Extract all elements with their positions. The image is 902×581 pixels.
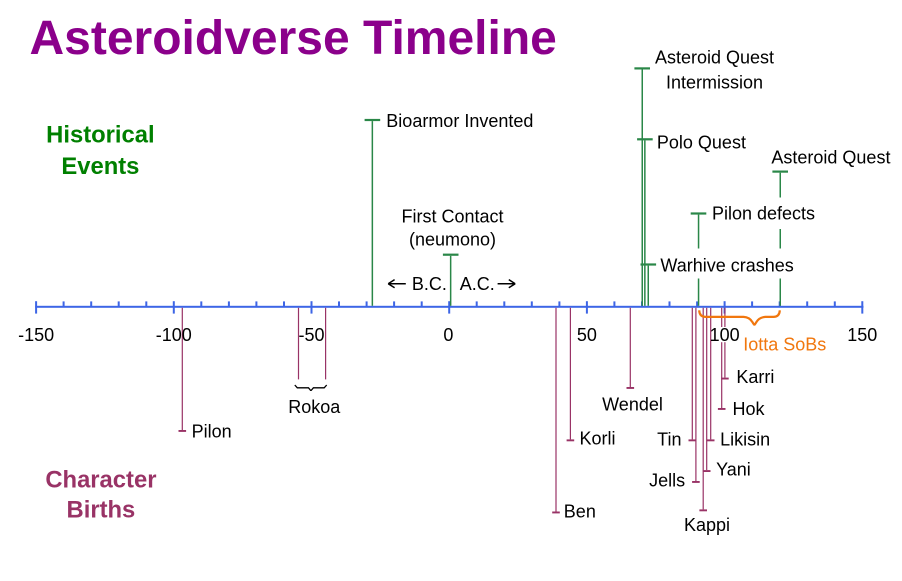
svg-text:-150: -150: [18, 325, 54, 345]
svg-text:Likisin: Likisin: [720, 429, 770, 449]
svg-text:Yani: Yani: [716, 460, 751, 480]
svg-text:Character: Character: [45, 466, 156, 493]
svg-text:Asteroidverse Timeline: Asteroidverse Timeline: [30, 12, 557, 65]
svg-text:Bioarmor Invented: Bioarmor Invented: [386, 111, 533, 131]
svg-text:-100: -100: [156, 325, 192, 345]
svg-text:Intermission: Intermission: [666, 73, 763, 93]
svg-text:Wendel: Wendel: [602, 394, 663, 414]
svg-text:Asteroid Quest: Asteroid Quest: [655, 48, 774, 68]
svg-text:(neumono): (neumono): [409, 229, 496, 249]
svg-text:Pilon defects: Pilon defects: [712, 203, 815, 223]
svg-text:Births: Births: [67, 497, 136, 524]
svg-text:Tin: Tin: [657, 429, 681, 449]
svg-text:Hok: Hok: [733, 399, 766, 419]
svg-text:Ben: Ben: [564, 502, 596, 522]
svg-text:Polo Quest: Polo Quest: [657, 132, 746, 152]
svg-text:Kappi: Kappi: [684, 515, 730, 535]
svg-text:Karri: Karri: [736, 367, 774, 387]
svg-text:First Contact: First Contact: [401, 207, 503, 227]
svg-text:Jells: Jells: [649, 471, 685, 491]
svg-text:A.C.: A.C.: [460, 274, 495, 294]
svg-text:-50: -50: [298, 325, 324, 345]
svg-text:Iotta SoBs: Iotta SoBs: [743, 334, 826, 354]
svg-text:Events: Events: [61, 153, 139, 180]
svg-text:Korli: Korli: [580, 429, 616, 449]
svg-text:B.C.: B.C.: [412, 274, 447, 294]
svg-text:50: 50: [577, 325, 597, 345]
svg-text:Warhive crashes: Warhive crashes: [660, 256, 793, 276]
svg-text:100: 100: [710, 325, 740, 345]
svg-text:0: 0: [443, 325, 453, 345]
svg-text:Pilon: Pilon: [192, 422, 232, 442]
svg-text:Rokoa: Rokoa: [288, 397, 341, 417]
svg-text:Asteroid Quest: Asteroid Quest: [771, 147, 890, 167]
svg-text:Historical: Historical: [46, 121, 154, 148]
svg-text:150: 150: [847, 325, 877, 345]
